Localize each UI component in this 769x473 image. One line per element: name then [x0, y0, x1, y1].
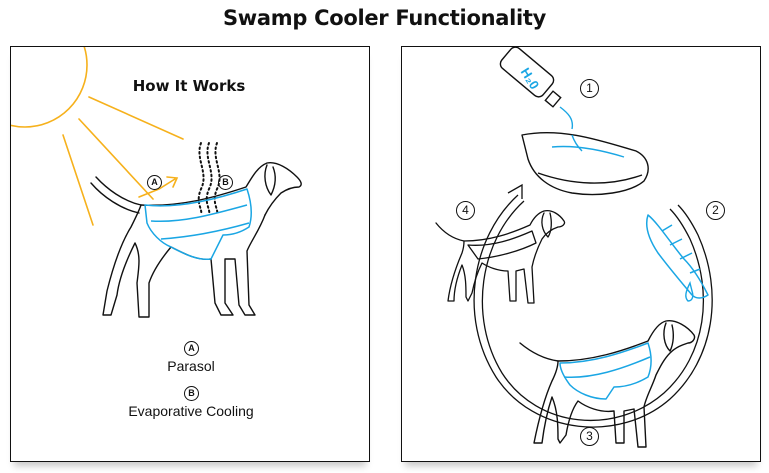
legend-marker-b: B — [184, 386, 199, 401]
sun-icon — [11, 47, 184, 226]
cooling-vest — [144, 188, 252, 261]
wet-vest-on-dog — [559, 342, 652, 400]
evaporation-dots — [197, 142, 221, 216]
marker-b-badge: B — [218, 175, 233, 190]
dog-wearing-wet-vest — [519, 320, 696, 448]
vest-wringing — [646, 214, 709, 299]
legend-label-parasol: Parasol — [167, 358, 215, 374]
legend-marker-a: A — [184, 341, 199, 356]
cycle-arrow-ring — [473, 183, 713, 428]
water-bottle-icon — [499, 47, 562, 108]
water-stream — [559, 106, 574, 130]
dog-cooled — [435, 209, 566, 304]
cooling-cycle-illustration — [435, 47, 713, 448]
dog-with-cooler-vest — [90, 162, 302, 318]
page-title: Swamp Cooler Functionality — [222, 6, 547, 30]
water-drop-icon — [685, 280, 694, 302]
how-it-works-illustration — [11, 47, 302, 318]
legend-label-evaporative-cooling: Evaporative Cooling — [128, 403, 254, 419]
cooling-cycle-panel: 1 2 3 4 H₂0 — [401, 46, 761, 462]
step-1-badge: 1 — [580, 79, 599, 98]
vest-soaking — [521, 131, 649, 196]
step-2-badge: 2 — [706, 201, 725, 220]
step-3-badge: 3 — [580, 427, 599, 446]
how-it-works-panel: How It Works A B A Parasol B Evaporative… — [10, 46, 370, 462]
marker-a-badge: A — [147, 175, 162, 190]
how-it-works-heading: How It Works — [132, 77, 246, 95]
step-4-badge: 4 — [456, 201, 475, 220]
